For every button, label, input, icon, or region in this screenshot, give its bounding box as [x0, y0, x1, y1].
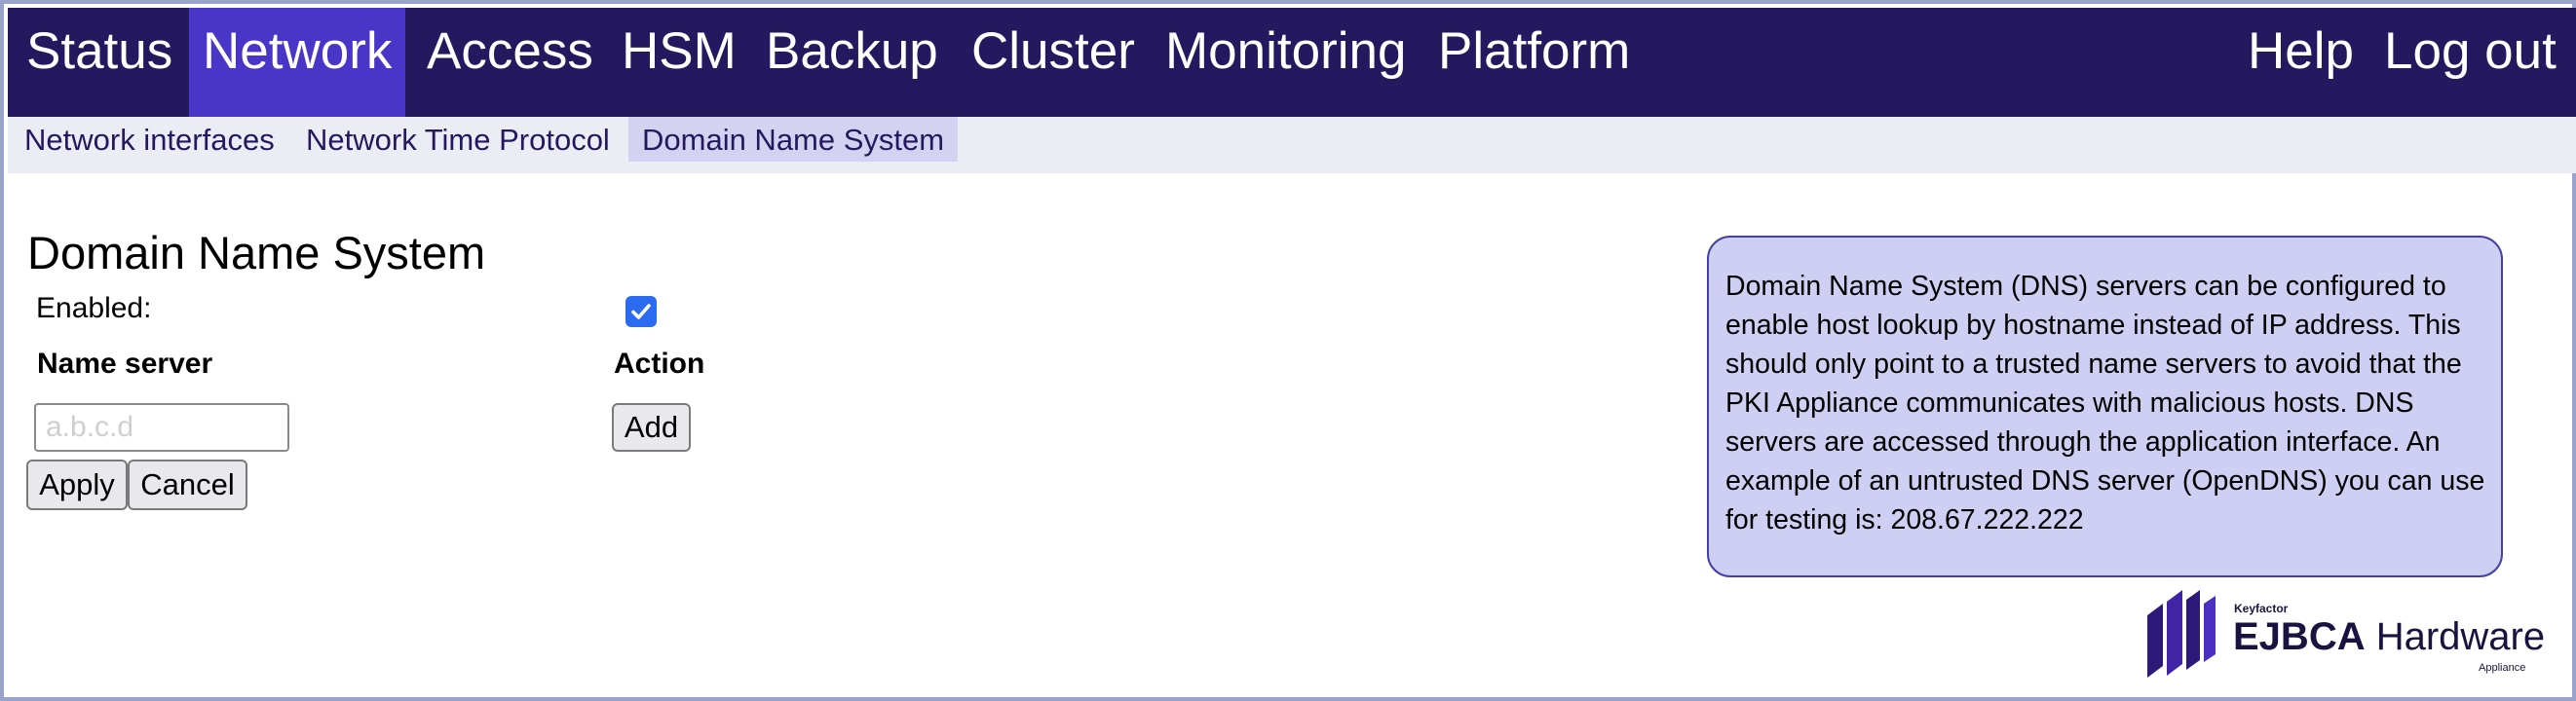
name-server-input[interactable] [34, 403, 289, 452]
nav-item-cluster[interactable]: Cluster [971, 22, 1135, 80]
nav-item-access[interactable]: Access [427, 22, 593, 80]
subnav-item-dns[interactable]: Domain Name System [628, 117, 959, 162]
help-box: Domain Name System (DNS) servers can be … [1707, 236, 2503, 577]
top-navigation: Status Network Access HSM Backup Cluster… [8, 8, 2576, 117]
logo-product: EJBCA Hardware [2233, 615, 2545, 659]
apply-button[interactable]: Apply [26, 460, 128, 510]
enabled-label: Enabled: [36, 292, 152, 324]
help-text: Domain Name System (DNS) servers can be … [1725, 271, 2485, 535]
nav-item-hsm[interactable]: HSM [622, 22, 737, 80]
nav-help-link[interactable]: Help [2248, 22, 2355, 80]
action-column-header: Action [614, 348, 705, 380]
logo-appliance: Appliance [2479, 662, 2526, 674]
nav-item-status[interactable]: Status [26, 22, 173, 80]
nav-logout-link[interactable]: Log out [2384, 22, 2557, 80]
page-title: Domain Name System [27, 227, 486, 278]
logo-company: Keyfactor [2234, 602, 2289, 615]
subnav-item-ntp[interactable]: Network Time Protocol [306, 123, 610, 157]
nav-item-backup[interactable]: Backup [766, 22, 938, 80]
keyfactor-logo-icon [2147, 590, 2216, 678]
sub-navigation: Network interfaces Network Time Protocol… [8, 117, 2576, 173]
nav-item-monitoring[interactable]: Monitoring [1165, 22, 1407, 80]
nav-item-platform[interactable]: Platform [1438, 22, 1631, 80]
logo-product-bold: EJBCA [2233, 615, 2366, 658]
cancel-button[interactable]: Cancel [128, 460, 247, 510]
nav-item-network[interactable]: Network [189, 8, 406, 117]
name-server-column-header: Name server [37, 348, 213, 380]
subnav-item-network-interfaces[interactable]: Network interfaces [24, 123, 275, 157]
checkmark-icon [631, 304, 651, 319]
add-button[interactable]: Add [612, 403, 691, 452]
logo-product-rest: Hardware [2365, 615, 2546, 658]
ejbca-logo: Keyfactor EJBCA Hardware Appliance [2143, 586, 2545, 683]
enabled-checkbox[interactable] [625, 296, 657, 327]
